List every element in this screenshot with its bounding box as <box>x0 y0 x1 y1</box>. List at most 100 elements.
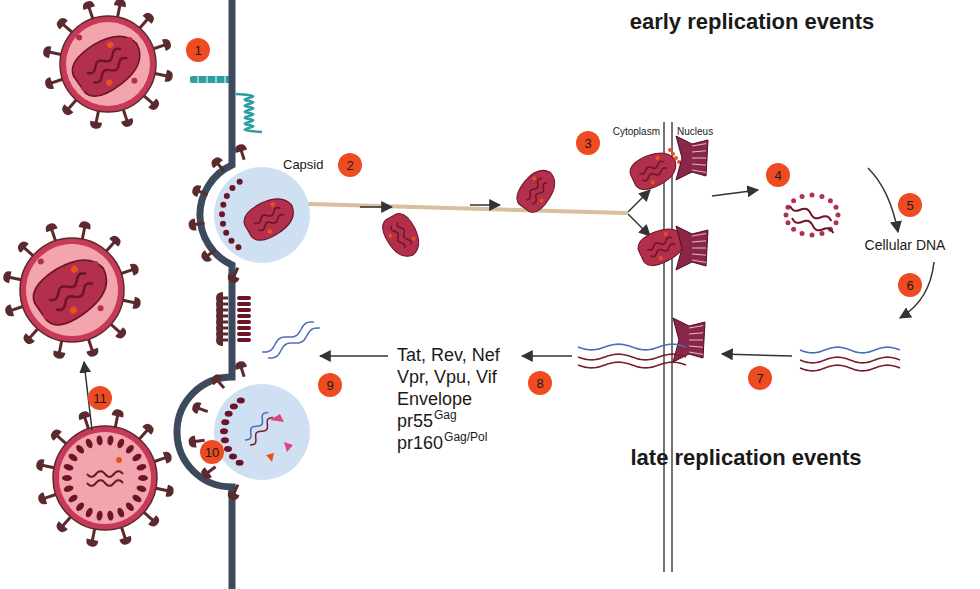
rna-strand <box>257 213 285 232</box>
spike-head <box>191 183 202 197</box>
env-spike <box>121 270 132 274</box>
enzyme-dot <box>131 78 137 84</box>
pore-fibril <box>692 164 706 165</box>
rna-strand <box>578 354 686 360</box>
enzyme-dot <box>658 255 664 261</box>
capsid <box>378 209 426 262</box>
matrix-dot <box>228 238 234 244</box>
env-spike <box>198 408 207 412</box>
rna-strand <box>87 471 123 477</box>
callout-text: 7 <box>756 372 763 385</box>
env-spike <box>89 7 93 18</box>
capsid-fragment <box>834 205 839 210</box>
enzyme-dot <box>663 231 669 237</box>
capsid <box>65 24 150 104</box>
spike-head <box>188 219 197 232</box>
callout-text: 8 <box>536 377 543 390</box>
spike-head <box>162 37 172 51</box>
spike-head <box>37 492 47 506</box>
spike-knob <box>162 37 172 51</box>
callout-number: 6 <box>898 273 922 297</box>
env-spike <box>234 485 238 494</box>
step-arrow <box>320 355 388 357</box>
env-spike <box>123 110 127 121</box>
capsid-cone <box>378 209 426 262</box>
spike-knob <box>109 234 123 247</box>
spike-knob <box>188 219 197 232</box>
step-arrow <box>712 190 758 196</box>
gag-polyprotein <box>138 475 148 481</box>
section-heading: early replication events <box>630 10 875 34</box>
matrix-dot <box>219 211 225 217</box>
spike-head <box>35 458 44 471</box>
spike-knob <box>42 45 51 58</box>
capsid <box>239 190 300 245</box>
enzyme-dot <box>105 78 114 87</box>
env-spike <box>144 512 153 520</box>
spike-knob <box>133 297 142 310</box>
env-spike <box>106 242 114 251</box>
rna-strand <box>267 326 322 361</box>
spike-head <box>44 222 58 232</box>
enzyme-dot <box>531 175 537 181</box>
spike-head <box>2 270 11 283</box>
matrix-dot <box>223 230 229 236</box>
gag-polyprotein <box>67 493 79 503</box>
spike-knob <box>2 270 11 283</box>
spike-knob <box>209 372 223 385</box>
protein-superscript: Gag <box>434 409 457 422</box>
viral-envelope <box>20 238 124 342</box>
gag-polyprotein <box>107 510 114 521</box>
env-spike <box>118 5 120 17</box>
spike-head <box>49 427 62 441</box>
rna-strand <box>650 243 676 258</box>
step-arrow <box>628 190 650 212</box>
env-spike <box>208 467 216 473</box>
spike-knob <box>234 143 248 153</box>
spike-knob <box>35 458 44 471</box>
protein-list: pr55 <box>397 412 433 432</box>
cd4-receptor <box>190 76 234 83</box>
section-heading: late replication events <box>630 446 861 470</box>
gag-polyprotein <box>63 484 74 493</box>
capsid-fragment <box>784 213 789 218</box>
spike-head <box>115 327 128 341</box>
callout-text: 5 <box>906 199 913 212</box>
rna-strand <box>791 215 834 235</box>
callout-text: 2 <box>346 159 353 172</box>
gag-polyprotein <box>136 463 147 472</box>
capsid-cone <box>626 146 681 194</box>
capsid-fragment <box>819 231 824 236</box>
matrix-dot <box>224 193 230 199</box>
env-spike <box>154 458 165 462</box>
spike-head <box>130 262 140 276</box>
pore-fibril <box>689 352 703 354</box>
spike-head <box>148 99 161 113</box>
rna-strand <box>531 181 549 204</box>
spike-head <box>142 422 156 435</box>
env-spike <box>85 417 89 428</box>
spike-head <box>54 521 68 534</box>
callout-number: 4 <box>766 163 790 187</box>
capsid-fragment <box>800 194 805 199</box>
env-spike <box>234 268 238 277</box>
gag-polyprotein <box>75 444 86 455</box>
rna-strand <box>243 411 271 442</box>
spike-head <box>163 450 173 464</box>
microtubule <box>310 204 626 213</box>
rna-strand <box>525 177 543 200</box>
gag-polyprotein <box>124 501 135 512</box>
spike-head <box>234 143 248 153</box>
env-spike <box>9 277 21 279</box>
env-spike <box>59 341 61 353</box>
spike-knob <box>119 536 133 546</box>
gag-polyprotein <box>225 411 233 417</box>
env-spike <box>49 52 61 54</box>
env-spike <box>123 300 135 302</box>
spike-knob <box>44 222 58 232</box>
capsid-fragment <box>810 233 815 238</box>
spike-head <box>133 297 142 310</box>
capsid-fragment <box>800 231 805 236</box>
